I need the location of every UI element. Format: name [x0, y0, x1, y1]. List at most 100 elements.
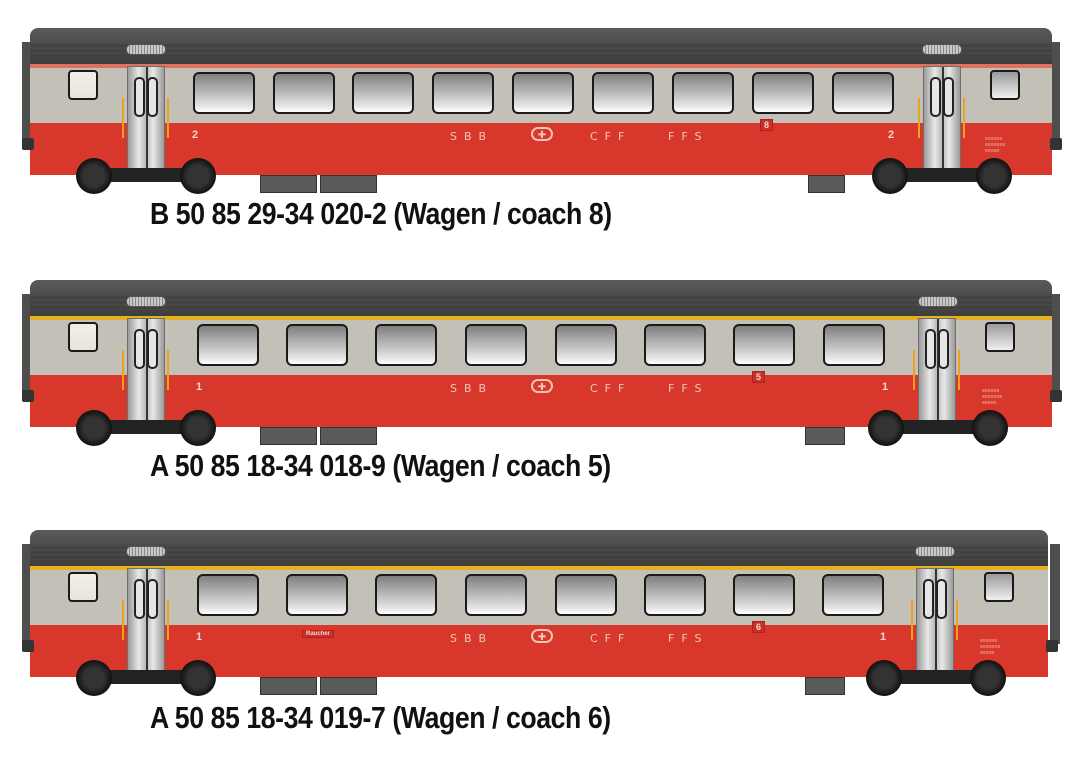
passenger-window	[375, 574, 437, 616]
logo-ffs: FFS	[668, 130, 709, 143]
passenger-window	[733, 574, 795, 616]
underframe-box	[805, 427, 845, 445]
passenger-window	[465, 324, 527, 366]
door-vent	[918, 296, 958, 307]
entrance-door	[127, 318, 165, 428]
buffer	[22, 138, 34, 150]
coach-caption: A 50 85 18-34 018-9 (Wagen / coach 5)	[150, 448, 611, 483]
passenger-window	[512, 72, 574, 114]
passenger-window	[193, 72, 255, 114]
passenger-window	[432, 72, 494, 114]
underframe-box	[320, 427, 377, 445]
bogie	[866, 660, 1006, 696]
buffer	[22, 640, 34, 652]
smoking-label: Raucher	[302, 630, 335, 638]
door-vent	[126, 44, 166, 55]
grab-rail	[958, 350, 960, 390]
entrance-door	[916, 568, 954, 678]
grab-rail	[913, 350, 915, 390]
underframe-box	[320, 677, 377, 695]
passenger-window	[465, 574, 527, 616]
passenger-window	[273, 72, 335, 114]
grab-rail	[918, 98, 920, 138]
upper-body-panel	[30, 320, 1052, 375]
technical-inscription: ≡≡≡≡≡≡≡≡≡≡≡≡≡≡≡≡≡≡	[982, 388, 1003, 406]
end-window	[68, 70, 98, 100]
passenger-window	[375, 324, 437, 366]
roof	[30, 28, 1052, 64]
end-window	[985, 322, 1015, 352]
passenger-window	[352, 72, 414, 114]
passenger-window	[832, 72, 894, 114]
coach-end-right	[1050, 544, 1060, 644]
passenger-window	[592, 72, 654, 114]
logo-sbb: SBB	[450, 382, 494, 395]
logo-ffs: FFS	[668, 632, 709, 645]
coach-number-plate: 8	[760, 119, 774, 131]
coach-caption: A 50 85 18-34 019-7 (Wagen / coach 6)	[150, 700, 611, 735]
underframe-box	[260, 175, 317, 193]
passenger-window	[823, 324, 885, 366]
coach-end-right	[1050, 42, 1060, 142]
coach-5-drawing: 1 1 SBB ✚ CFF FFS 5 ≡≡≡≡≡≡≡≡≡≡≡≡≡≡≡≡≡≡ A…	[0, 280, 1080, 530]
underframe-box	[260, 677, 317, 695]
roof-stripe	[30, 316, 1052, 320]
logo-cff: CFF	[590, 130, 632, 143]
technical-inscription: ≡≡≡≡≡≡≡≡≡≡≡≡≡≡≡≡≡≡	[985, 136, 1006, 154]
roof	[30, 530, 1048, 566]
swiss-cross-logo-icon: ✚	[531, 629, 553, 643]
buffer	[1046, 640, 1058, 652]
bogie	[76, 158, 216, 194]
coach-end-right	[1050, 294, 1060, 394]
class-label: 1	[882, 381, 889, 393]
grab-rail	[122, 98, 124, 138]
swiss-cross-logo-icon: ✚	[531, 127, 553, 141]
door-vent	[915, 546, 955, 557]
entrance-door	[127, 66, 165, 176]
coach-number-plate: 5	[752, 371, 766, 383]
grab-rail	[167, 600, 169, 640]
roof-stripe	[30, 64, 1052, 68]
bogie	[76, 660, 216, 696]
underframe-box	[805, 677, 845, 695]
bogie	[868, 410, 1008, 446]
bogie	[872, 158, 1012, 194]
passenger-window	[555, 574, 617, 616]
class-label: 1	[880, 631, 887, 643]
passenger-window	[197, 324, 259, 366]
underframe-box	[320, 175, 377, 193]
passenger-window	[197, 574, 259, 616]
roof	[30, 280, 1052, 316]
buffer	[1050, 138, 1062, 150]
class-label: 2	[192, 129, 199, 141]
grab-rail	[167, 98, 169, 138]
end-window	[984, 572, 1014, 602]
logo-cff: CFF	[590, 382, 632, 395]
door-vent	[922, 44, 962, 55]
coach-end-left	[22, 544, 32, 644]
coach-number-plate: 6	[752, 621, 766, 633]
underframe-box	[260, 427, 317, 445]
underframe-box	[808, 175, 845, 193]
bogie	[76, 410, 216, 446]
end-window	[990, 70, 1020, 100]
end-window	[68, 572, 98, 602]
passenger-window	[286, 324, 348, 366]
coach-caption: B 50 85 29-34 020-2 (Wagen / coach 8)	[150, 196, 612, 231]
passenger-window	[752, 72, 814, 114]
grab-rail	[956, 600, 958, 640]
grab-rail	[122, 350, 124, 390]
passenger-window	[555, 324, 617, 366]
passenger-window	[672, 72, 734, 114]
grab-rail	[122, 600, 124, 640]
logo-sbb: SBB	[450, 632, 494, 645]
upper-body-panel	[30, 570, 1048, 625]
passenger-window	[733, 324, 795, 366]
logo-ffs: FFS	[668, 382, 709, 395]
door-vent	[126, 296, 166, 307]
entrance-door	[923, 66, 961, 176]
class-label: 2	[888, 129, 895, 141]
grab-rail	[167, 350, 169, 390]
door-vent	[126, 546, 166, 557]
passenger-window	[822, 574, 884, 616]
